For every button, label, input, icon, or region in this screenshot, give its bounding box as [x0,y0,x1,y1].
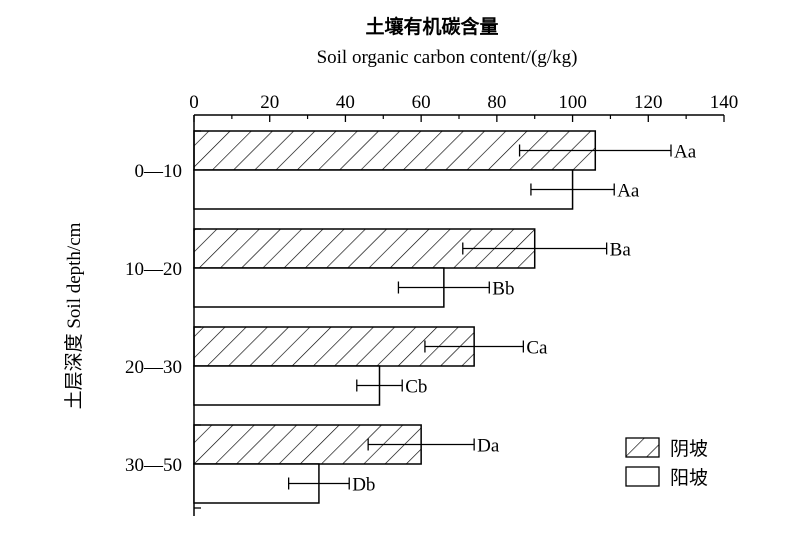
significance-label: Aa [674,142,697,163]
axes: 0 20 40 60 80 100 120 140 0—10 10—20 20—30 30—50 [125,92,738,516]
x-tick-label: 100 [558,92,587,113]
y-category-label: 20—30 [125,357,182,378]
y-category-label: 30—50 [125,455,182,476]
significance-label: Bb [492,279,514,300]
x-tick-label: 60 [412,92,431,113]
legend-label-series-2: 阳坡 [670,467,708,489]
x-tick-label: 120 [634,92,663,113]
legend: 阴坡 阳坡 [625,437,708,489]
error-bars [287,144,672,490]
y-category-label: 0—10 [135,161,183,182]
x-tick-label: 20 [260,92,279,113]
chart-title: 土壤有机碳含量 [365,15,498,38]
y-axis-label: 土层深度 Soil depth/cm [63,222,85,409]
significance-label: Cb [405,377,427,398]
significance-label: Ba [610,240,632,261]
significance-label: Ca [526,338,548,359]
x-tick-label: 140 [710,92,739,113]
x-axis-label: Soil organic carbon content/(g/kg) [317,47,578,68]
legend-swatch-series-1 [625,437,660,458]
x-tick-label: 80 [487,92,506,113]
x-tick-label: 0 [189,92,199,113]
bar-series-2 [193,169,574,210]
bars [193,130,597,504]
legend-label-series-1: 阴坡 [670,438,708,460]
x-tick-label: 40 [336,92,355,113]
significance-label: Da [477,436,500,457]
significance-label: Aa [617,181,640,202]
significance-label: Db [352,475,375,496]
y-category-label: 10—20 [125,259,182,280]
legend-swatch-series-2 [625,466,660,487]
bar-series-2 [193,365,381,406]
